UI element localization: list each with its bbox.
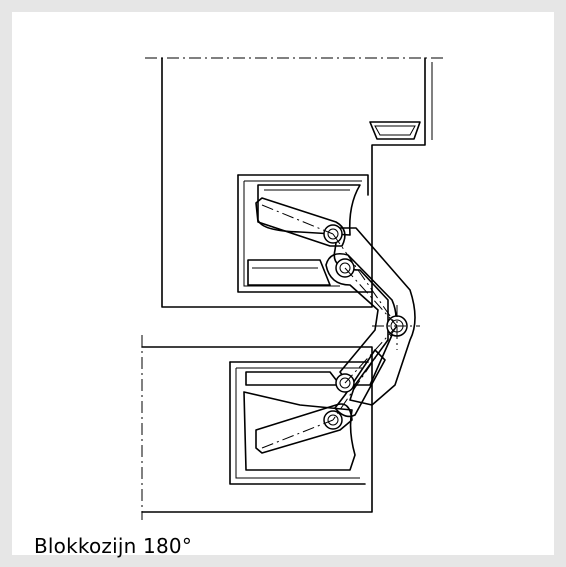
upper-frame-profile [145,57,445,308]
drawing-caption: Blokkozijn 180° [34,534,193,558]
lower-frame-profile [141,335,373,520]
centerlines [261,204,420,449]
seal-notch [369,121,421,140]
pivot-points [323,224,408,430]
